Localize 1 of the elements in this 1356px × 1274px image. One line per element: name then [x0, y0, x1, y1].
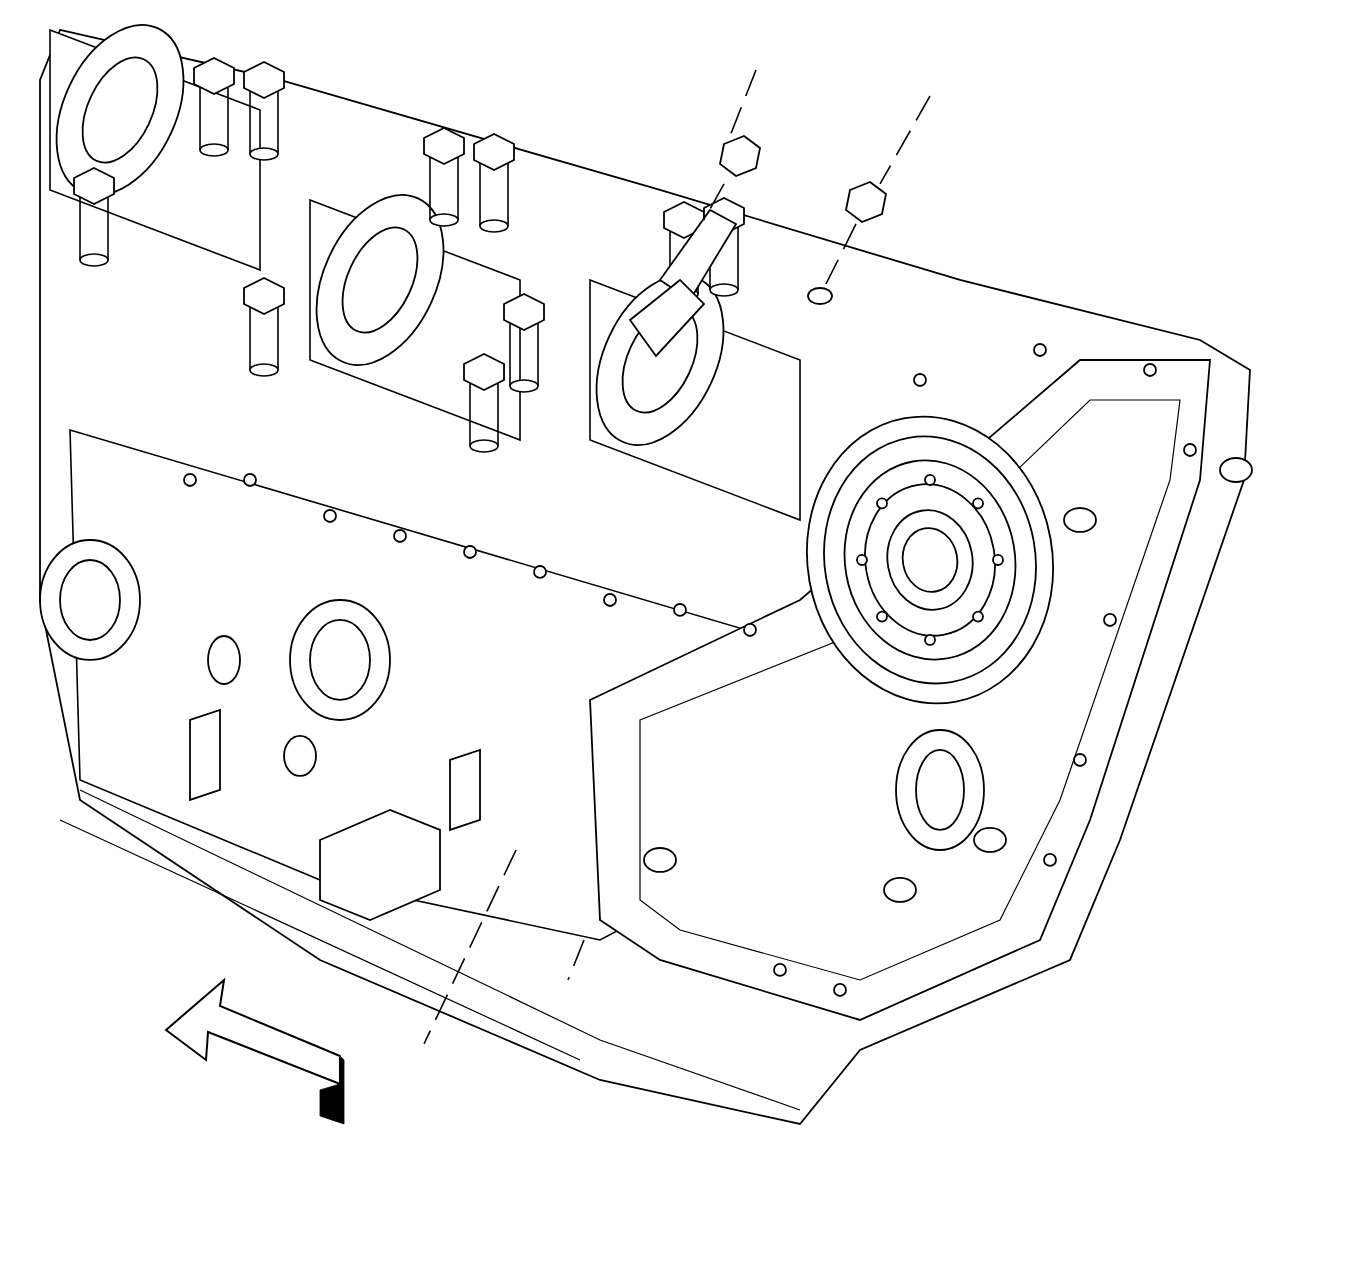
- engine-block-drawing: [39, 24, 1253, 1125]
